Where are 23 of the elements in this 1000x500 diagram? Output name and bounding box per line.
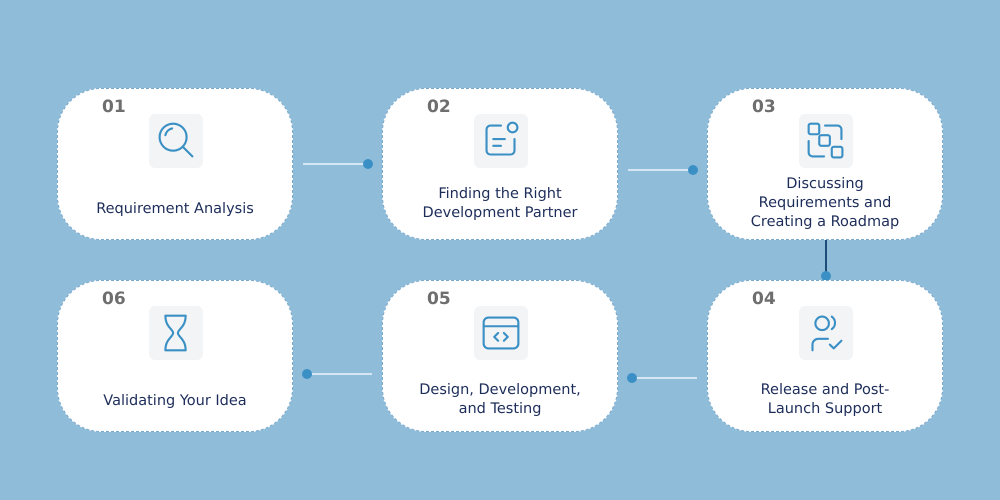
step-title: Validating Your Idea <box>102 392 248 411</box>
step-title: Requirement Analysis <box>95 200 255 219</box>
step-card <box>382 88 618 240</box>
step-card <box>707 88 943 240</box>
step-title: Design, Development, and Testing <box>418 381 582 419</box>
step-card <box>57 280 293 432</box>
step-number: 03 <box>752 97 776 117</box>
step-number: 04 <box>752 289 776 309</box>
step-title: Discussing Requirements and Creating a Roadmap <box>750 175 900 232</box>
step-card <box>707 280 943 432</box>
step-card <box>57 88 293 240</box>
step-card <box>382 280 618 432</box>
connector-line <box>302 369 372 379</box>
step-title: Finding the Right Development Partner <box>422 185 578 223</box>
step-number: 01 <box>102 97 126 117</box>
connector-line <box>628 165 698 175</box>
step-number: 05 <box>427 289 451 309</box>
connector-line <box>627 373 697 383</box>
step-number: 02 <box>427 97 451 117</box>
connector-line <box>303 159 373 169</box>
connector-line <box>821 240 831 281</box>
step-title: Release and Post-Launch Support <box>760 381 890 419</box>
step-number: 06 <box>102 289 126 309</box>
